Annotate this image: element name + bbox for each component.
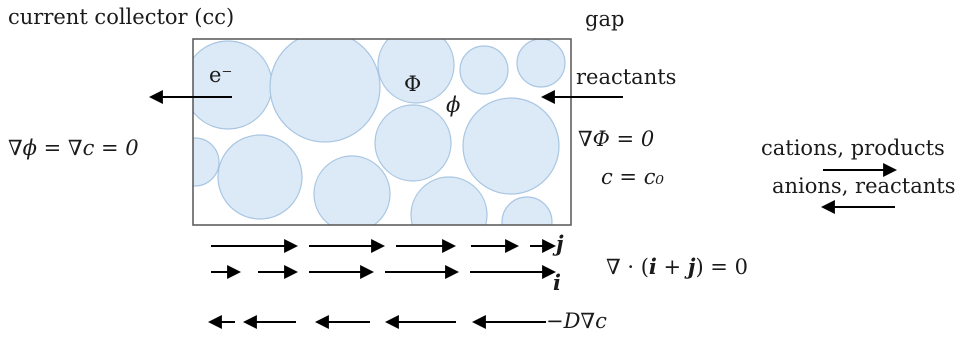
solid-potential-label: Φ (404, 72, 421, 96)
particle (375, 105, 451, 181)
particle (270, 32, 380, 142)
particle (460, 46, 508, 94)
current-collector-label: current collector (cc) (8, 5, 234, 29)
reactants-label: reactants (576, 65, 676, 89)
flux-i-label: i (553, 270, 561, 295)
conservation-equation: ∇ · (i + j) = 0 (606, 254, 748, 279)
particle (171, 138, 219, 186)
cations-products-label: cations, products (761, 136, 945, 160)
particle (218, 135, 302, 219)
particle (314, 156, 390, 232)
particle (517, 39, 565, 87)
flux-j-label: j (552, 231, 564, 256)
gap-concentration-condition: c = c₀ (601, 165, 664, 189)
gap-label: gap (585, 7, 624, 31)
liquid-potential-label: ϕ (446, 93, 460, 117)
particle (463, 98, 559, 194)
electron-label: e⁻ (209, 63, 233, 87)
particles (171, 27, 565, 253)
diffusion-label: −D∇c (546, 309, 607, 333)
porous-electrode (171, 27, 571, 253)
particle (502, 197, 552, 247)
cc-boundary-condition: ∇ϕ = ∇c = 0 (8, 136, 139, 160)
gap-potential-condition: ∇Φ = 0 (578, 127, 654, 151)
anions-reactants-label: anions, reactants (772, 174, 956, 198)
particle (411, 177, 487, 253)
